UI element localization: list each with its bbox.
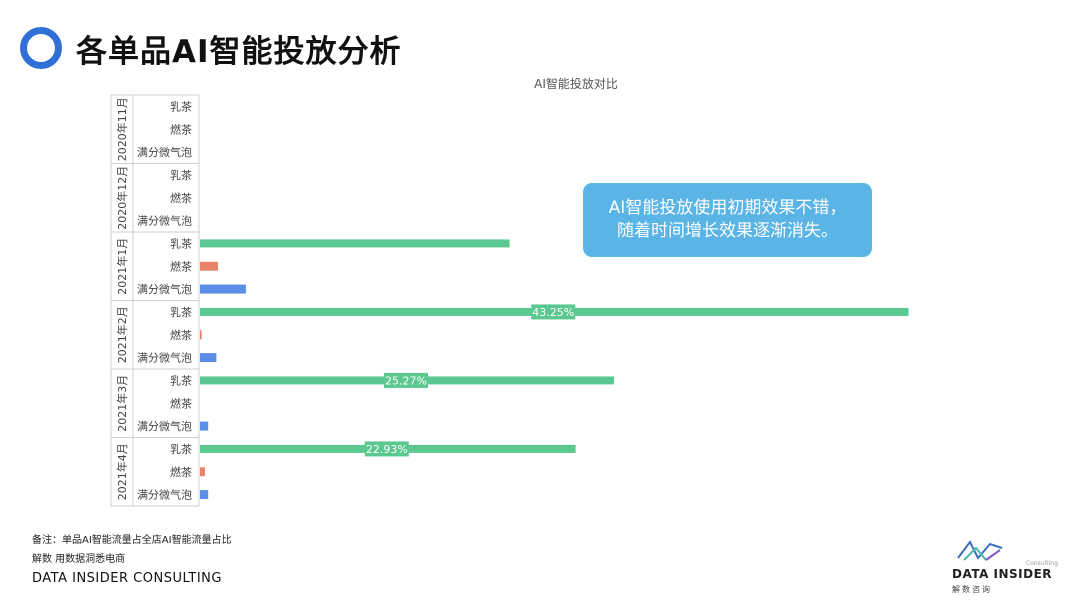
product-label: 乳茶 xyxy=(170,374,192,387)
data-label: 25.27% xyxy=(385,374,427,387)
product-label: 满分微气泡 xyxy=(137,282,192,296)
data-label-bg xyxy=(383,372,428,388)
product-label: 燃茶 xyxy=(170,465,192,479)
month-label: 2021年3月 xyxy=(115,375,129,432)
product-label: 乳茶 xyxy=(170,443,192,456)
product-label: 满分微气泡 xyxy=(137,214,192,228)
ring-icon xyxy=(20,27,62,69)
data-label: 22.93% xyxy=(366,443,408,456)
bar xyxy=(200,353,217,363)
product-label: 乳茶 xyxy=(170,237,192,250)
month-label: 2021年1月 xyxy=(115,238,129,295)
brand-name: DATA INSIDER CONSULTING xyxy=(32,571,222,586)
product-label: 燃茶 xyxy=(170,122,192,136)
product-label: 乳茶 xyxy=(170,169,192,182)
product-label: 燃茶 xyxy=(170,396,192,410)
callout-line-2: 随着时间增长效果逐渐消失。 xyxy=(617,221,838,241)
data-label-bg xyxy=(364,441,409,457)
product-label: 满分微气泡 xyxy=(137,145,192,159)
bar xyxy=(200,421,209,431)
bar xyxy=(200,239,510,248)
logo-subtitle: 解数咨询 xyxy=(952,585,992,594)
product-label: 乳茶 xyxy=(170,306,192,319)
product-label: 燃茶 xyxy=(170,259,192,273)
bar xyxy=(200,284,246,294)
callout-box: AI智能投放使用初期效果不错， 随着时间增长效果逐渐消失。 xyxy=(583,183,872,257)
page-title: 各单品AI智能投放分析 xyxy=(76,33,402,70)
product-label: 乳茶 xyxy=(170,100,192,113)
company-logo: Consulting DATA INSIDER 解数咨询 xyxy=(952,538,1062,600)
tagline: 解数 用数据洞悉电商 xyxy=(32,554,126,565)
product-label: 满分微气泡 xyxy=(137,351,192,365)
bar xyxy=(200,261,219,271)
data-label-bg xyxy=(531,304,576,320)
callout-line-1: AI智能投放使用初期效果不错， xyxy=(608,198,847,218)
data-label: 43.25% xyxy=(532,306,574,319)
footnote: 备注：单品AI智能流量占全店AI智能流量占比 xyxy=(32,535,232,546)
month-label: 2020年12月 xyxy=(115,166,129,230)
month-label: 2020年11月 xyxy=(115,97,129,161)
product-label: 满分微气泡 xyxy=(137,419,192,433)
page-header: 各单品AI智能投放分析 xyxy=(20,24,402,72)
logo-tag: Consulting xyxy=(1026,560,1058,567)
bar xyxy=(200,467,205,477)
product-label: 燃茶 xyxy=(170,191,192,205)
month-label: 2021年4月 xyxy=(115,443,129,500)
chart-title: AI智能投放对比 xyxy=(534,77,618,91)
month-label: 2021年2月 xyxy=(115,306,129,363)
product-label: 满分微气泡 xyxy=(137,488,192,502)
product-label: 燃茶 xyxy=(170,328,192,342)
logo-name: DATA INSIDER xyxy=(952,567,1053,581)
bar xyxy=(200,490,209,500)
bar xyxy=(200,330,202,340)
logo-mark-icon xyxy=(957,540,1003,561)
